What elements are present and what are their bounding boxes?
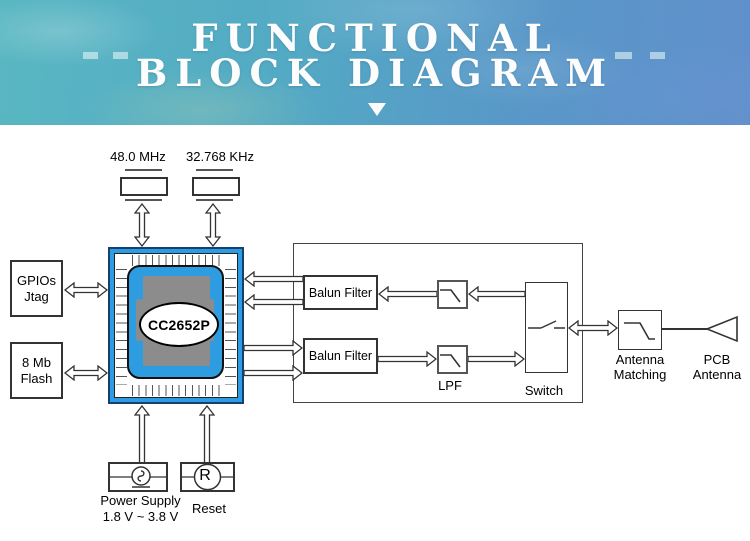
arrow-flash-chip [64,365,108,381]
chip-pins-right [225,269,236,385]
pcb-antenna-icon [705,315,738,343]
chip-package: CC2652P [108,247,244,404]
crystal-48mhz-body [120,177,168,196]
crystal-48mhz-bottom-plate [125,199,162,201]
ac-source-icon [110,466,166,488]
lpf-top-block [437,280,468,309]
arrow-balun-to-chip-rx1 [244,271,303,287]
chip-pins-top [132,255,225,266]
chip-pins-bottom [132,385,225,396]
arrow-lpf-to-balun [378,286,437,302]
arrow-balun-to-lpf [378,351,437,367]
pcb-antenna-label: PCB Antenna [685,352,749,382]
page-title-line2: BLOCK DIAGRAM [135,51,615,95]
decor-dash-left-2 [113,52,128,59]
chip-pins-area: CC2652P [114,253,238,398]
lowpass-filter-icon [440,289,461,303]
flash-block: 8 Mb Flash [10,342,63,399]
lowpass-filter-icon [440,354,461,368]
crystal-32khz-body [192,177,240,196]
rf-section-container [293,243,583,403]
gpio-jtag-block: GPIOs Jtag [10,260,63,317]
lpf-label: LPF [438,378,462,393]
arrow-switch-to-lpf [468,286,525,302]
antenna-matching-label: Antenna Matching [608,352,672,382]
switch-label: Switch [524,383,564,398]
switch-icon [528,320,565,329]
osc-48mhz-label: 48.0 MHz [110,149,166,164]
flash-label-line1: 8 Mb [22,354,51,370]
lpf-bottom-block [437,345,468,374]
matching-network-icon [624,322,655,340]
reset-symbol: R [199,467,211,484]
gpio-label-line2: Jtag [24,288,49,304]
switch-block [525,282,568,373]
arrow-power-to-chip [134,405,150,463]
antenna-matching-label-line2: Matching [613,367,667,382]
decor-dash-right-2 [650,52,665,59]
arrow-48mhz-chip [134,203,150,247]
balun-filter-bottom-label: Balun Filter [308,349,373,363]
arrow-reset-to-chip [199,405,215,463]
crystal-32khz-top-plate [196,169,233,171]
reset-circle-icon [182,464,233,490]
header-banner: FUNCTIONAL BLOCK DIAGRAM [0,0,750,125]
arrow-32khz-chip [205,203,221,247]
decor-dash-right-1 [615,52,632,59]
arrow-chip-to-balun-tx1 [244,340,303,356]
reset-label: Reset [192,501,226,516]
reset-block [180,462,235,492]
flash-label-line2: Flash [20,370,53,386]
arrow-balun-to-chip-rx2 [244,294,303,310]
chip-core: CC2652P [127,265,224,379]
arrow-gpio-chip [64,282,108,298]
antenna-matching-block [618,310,662,350]
antenna-matching-label-line1: Antenna [615,352,665,367]
arrow-chip-to-balun-tx2 [244,365,303,381]
antenna-feed-line [662,328,708,330]
osc-32khz-label: 32.768 KHz [186,149,254,164]
chip-label: CC2652P [147,316,211,333]
pcb-antenna-label-line2: Antenna [692,367,742,382]
chip-label-ellipse: CC2652P [139,302,219,347]
power-supply-label: Power Supply 1.8 V ~ 3.8 V [93,493,188,525]
power-supply-label-line2: 1.8 V ~ 3.8 V [102,509,179,524]
crystal-32khz-bottom-plate [196,199,233,201]
arrow-switch-antenna-matching [568,320,618,336]
balun-filter-top-block: Balun Filter [303,275,378,310]
crystal-48mhz-top-plate [125,169,162,171]
chip-pins-left [116,269,127,385]
pcb-antenna-label-line1: PCB [703,352,731,367]
gpio-label-line1: GPIOs [16,272,56,288]
balun-filter-bottom-block: Balun Filter [303,338,378,374]
triangle-down-icon [368,103,386,116]
power-supply-block [108,462,168,492]
page-title-line1: FUNCTIONAL [191,16,559,60]
arrow-lpf-to-switch [468,351,525,367]
power-supply-label-line1: Power Supply [100,493,181,508]
decor-dash-left-1 [83,52,98,59]
balun-filter-top-label: Balun Filter [308,285,373,300]
